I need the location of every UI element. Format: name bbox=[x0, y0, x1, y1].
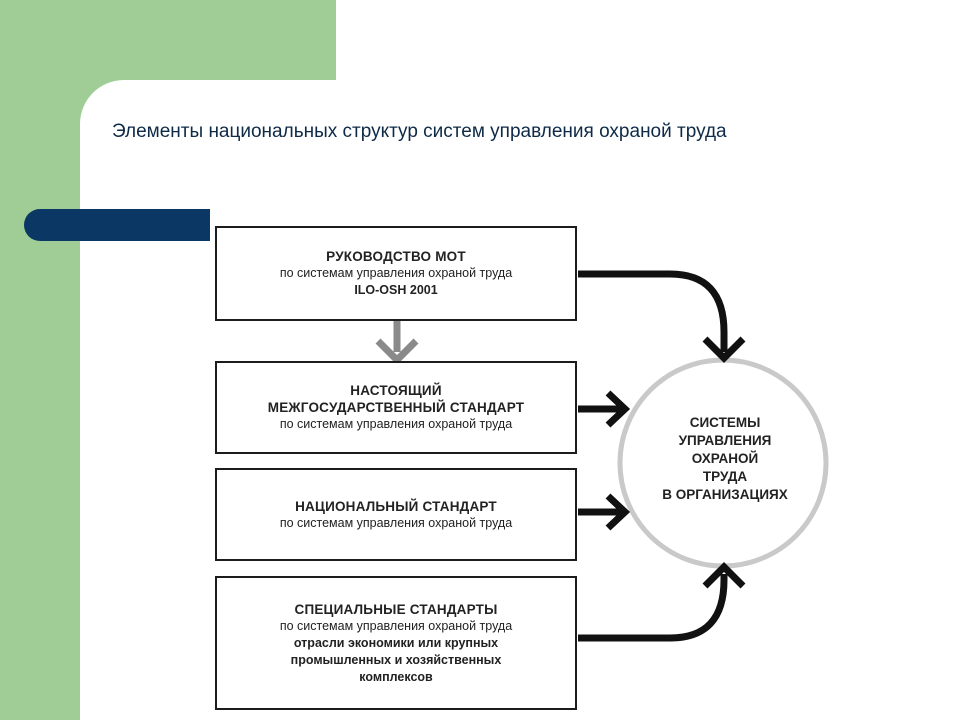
box-national-standard: НАЦИОНАЛЬНЫЙ СТАНДАРТ по системам управл… bbox=[215, 468, 577, 561]
circle-line-4: ТРУДА bbox=[702, 469, 748, 484]
box-special-line-4: комплексов bbox=[359, 669, 433, 684]
box-special-line-1: по системам управления охраной труда bbox=[279, 618, 513, 633]
box-interstate-heading-2: МЕЖГОСУДАРСТВЕННЫЙ СТАНДАРТ bbox=[267, 400, 525, 415]
box-national-line: по системам управления охраной труда bbox=[279, 515, 513, 530]
slide-title: Элементы национальных структур систем уп… bbox=[112, 121, 727, 142]
curved-arrow-top bbox=[578, 270, 746, 363]
diagram: РУКОВОДСТВО МОТ по системам управления о… bbox=[210, 192, 850, 720]
decorative-navy-tab bbox=[24, 209, 210, 241]
box-special-standards: СПЕЦИАЛЬНЫЕ СТАНДАРТЫ по системам управл… bbox=[215, 576, 577, 710]
box-ilo-line: по системам управления охраной труда bbox=[279, 266, 513, 280]
arrow-box2-to-circle bbox=[578, 390, 631, 428]
circle-line-5: В ОРГАНИЗАЦИЯХ bbox=[662, 487, 788, 502]
circle-label: СИСТЕМЫ УПРАВЛЕНИЯ ОХРАНОЙ ТРУДА В ОРГАН… bbox=[635, 414, 815, 504]
arrow-box3-to-circle bbox=[578, 493, 631, 531]
box-special-heading: СПЕЦИАЛЬНЫЕ СТАНДАРТЫ bbox=[294, 601, 498, 617]
diagram-connectors bbox=[375, 270, 829, 642]
gray-down-arrow bbox=[375, 320, 419, 365]
box-ilo-code: ILO-OSH 2001 bbox=[354, 283, 438, 297]
box-interstate-heading: НАСТОЯЩИЙ bbox=[350, 383, 442, 398]
box-interstate-standard: НАСТОЯЩИЙ МЕЖГОСУДАРСТВЕННЫЙ СТАНДАРТ по… bbox=[215, 361, 577, 454]
box-interstate-line: по системам управления охраной труда bbox=[279, 417, 513, 431]
box-special-line-3: промышленных и хозяйственных bbox=[290, 652, 502, 667]
box-ilo-guidelines: РУКОВОДСТВО МОТ по системам управления о… bbox=[215, 226, 577, 321]
box-ilo-heading: РУКОВОДСТВО МОТ bbox=[326, 249, 466, 264]
circle-line-1: СИСТЕМЫ bbox=[689, 415, 761, 430]
box-special-line-2: отрасли экономики или крупных bbox=[293, 635, 499, 650]
background-green-strip bbox=[0, 80, 80, 720]
box-national-heading: НАЦИОНАЛЬНЫЙ СТАНДАРТ bbox=[295, 498, 497, 514]
circle-line-2: УПРАВЛЕНИЯ bbox=[678, 433, 772, 448]
circle-line-3: ОХРАНОЙ bbox=[691, 451, 759, 466]
curved-arrow-bottom bbox=[578, 562, 746, 642]
